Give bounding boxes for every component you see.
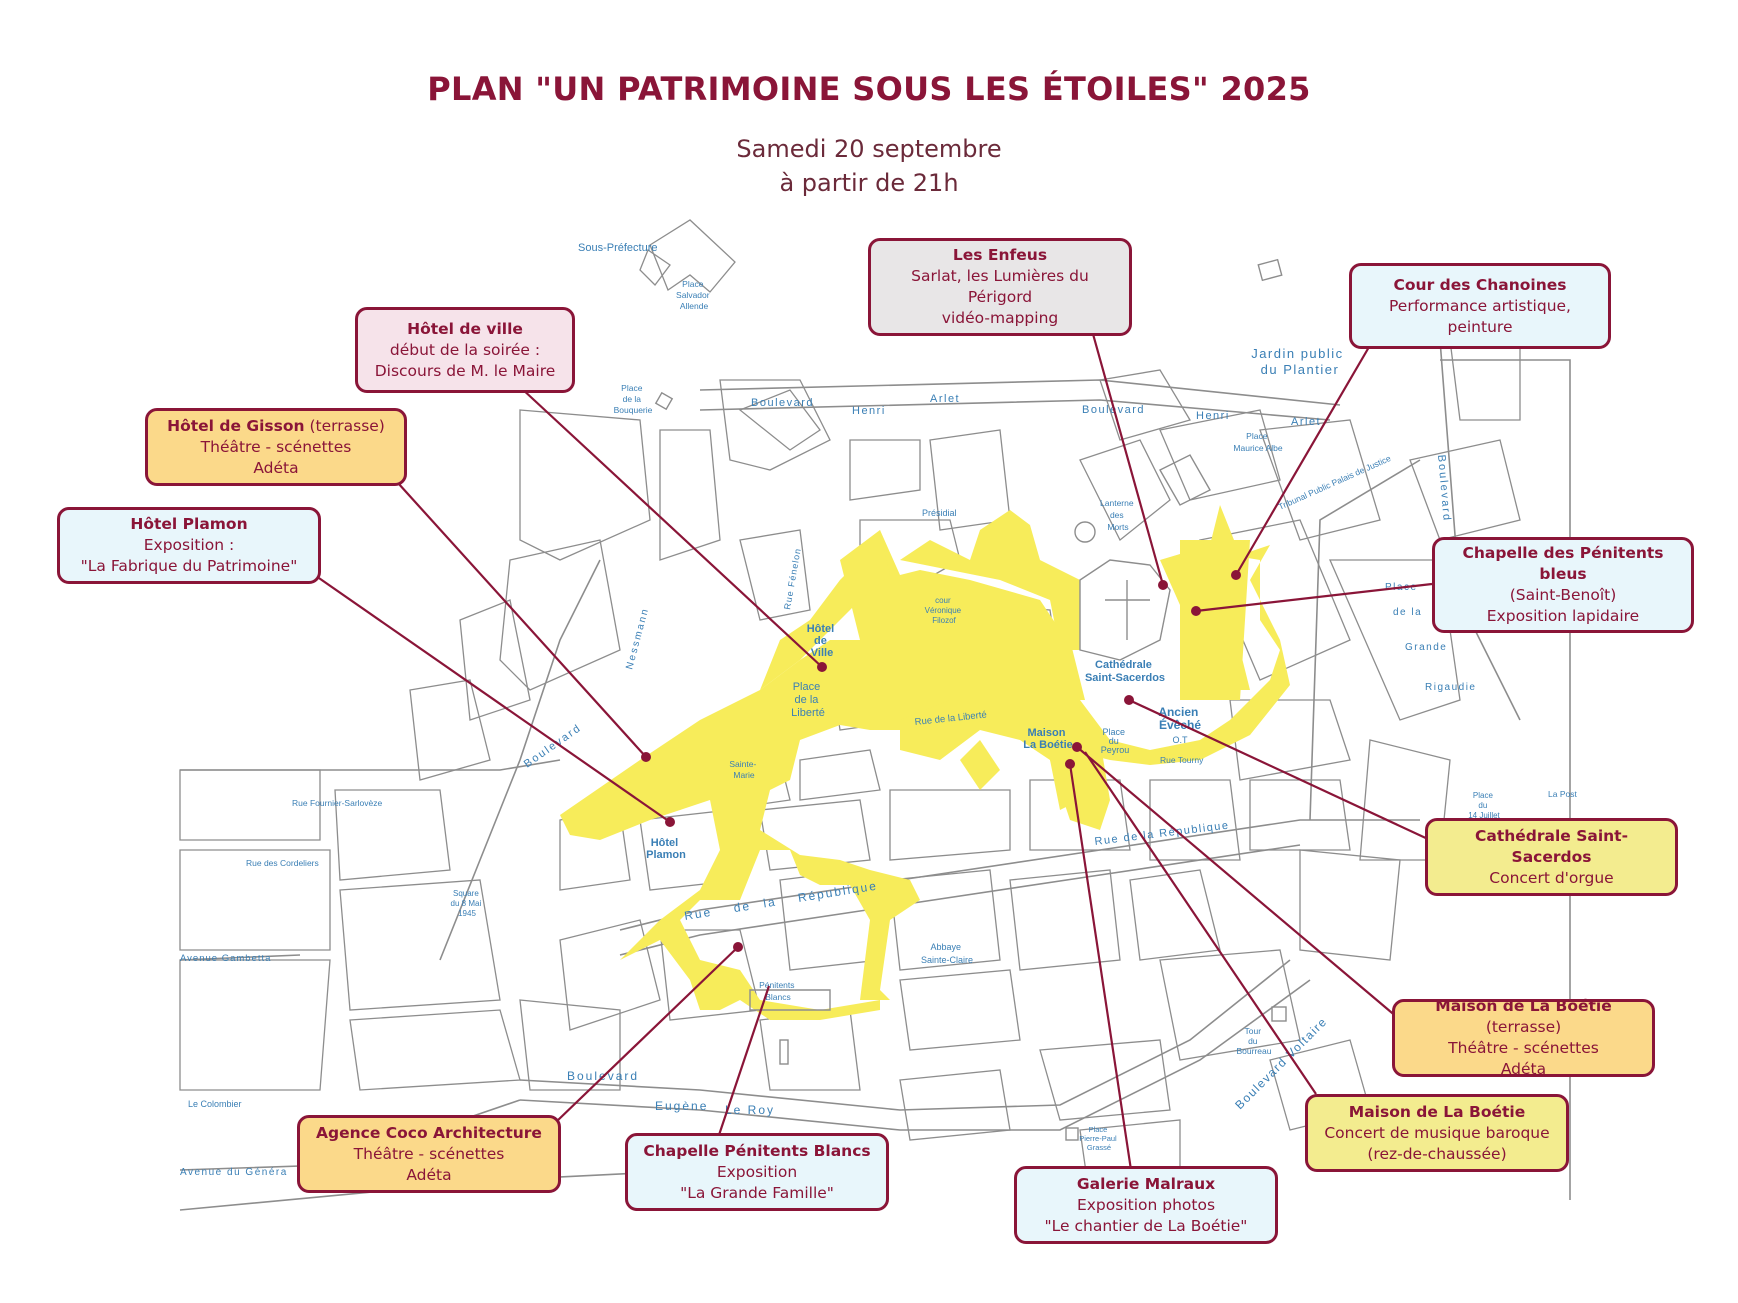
callout-coco-line: Théâtre - scénettes (353, 1144, 505, 1163)
callout-boetie-terrasse-suffix: (terrasse) (1485, 1018, 1562, 1036)
callout-boetie-terrasse-line: Théâtre - scénettes (1448, 1039, 1599, 1057)
callout-penitents-blancs-title: Chapelle Pénitents Blancs (643, 1141, 871, 1160)
callout-coco-line: Adéta (406, 1165, 452, 1184)
callout-plamon-line: "La Fabrique du Patrimoine" (80, 557, 298, 575)
callout-gisson-line: Théâtre - scénettes (200, 437, 352, 456)
label-abbaye: Abbaye Sainte-Claire (921, 942, 973, 965)
event-time-line: à partir de 21h (779, 169, 959, 197)
callout-enfeus-title: Les Enfeus (952, 246, 1048, 264)
label-place-peyrou: Place du Peyrou (1101, 727, 1130, 755)
label-square-8mai: Square du 8 Mai 1945 (451, 889, 484, 918)
label-rue-fournier: Rue Fournier-Sarlovèze (292, 798, 383, 808)
label-rue-cordeliers: Rue des Cordeliers (246, 858, 319, 868)
callout-boetie-terrasse-heading: Maison de La Boétie (terrasse) (1405, 996, 1642, 1038)
callout-penitents-blancs[interactable]: Chapelle Pénitents Blancs Exposition "La… (625, 1133, 889, 1211)
callout-penitents-bleus-line: Exposition lapidaire (1486, 607, 1640, 625)
callout-hotel-ville-line: début de la soirée : (389, 340, 541, 359)
label-hotel-plamon: Hôtel Plamon (646, 837, 686, 861)
callout-chanoines[interactable]: Cour des Chanoines Performance artistiqu… (1349, 263, 1611, 349)
callout-chanoines-line: Performance artistique, peinture (1389, 296, 1571, 336)
callout-hotel-ville-line: Discours de M. le Maire (374, 361, 556, 380)
label-place-pierre-paul: Place Pierre-Paul Grassé (1079, 1125, 1119, 1152)
label-le-colombier: Le Colombier (188, 1099, 242, 1109)
pedestrian-route (560, 505, 1290, 1020)
label-place-maurice-albe: Place Maurice Albe (1233, 431, 1282, 453)
callout-gisson-suffix: (terrasse) (304, 416, 385, 435)
callout-cathedrale-line: Concert d'orgue (1489, 868, 1614, 887)
label-lanterne-morts: Lanterne des Morts (1100, 498, 1136, 532)
callout-gisson-heading: Hôtel de Gisson (terrasse) (158, 416, 394, 437)
label-jardin-plantier: Jardin public du Plantier (1251, 346, 1349, 377)
label-cour-veronique: cour Véronique Filozof (925, 596, 964, 625)
label-avenue-gambetta: Avenue Gambetta (180, 953, 271, 964)
callout-malraux-title: Galerie Malraux (1076, 1174, 1216, 1193)
page-title: PLAN "UN PATRIMOINE SOUS LES ÉTOILES" 20… (427, 70, 1311, 108)
callout-gisson-title: Hôtel de Gisson (167, 416, 305, 435)
leader-lines (315, 333, 1433, 1171)
callout-boetie-concert-title: Maison de La Boétie (1348, 1102, 1526, 1121)
callout-boetie-concert-line: Concert de musique baroque (1324, 1123, 1550, 1142)
callout-malraux-line: "Le chantier de La Boétie" (1044, 1216, 1248, 1235)
callout-hotel-ville[interactable]: Hôtel de ville début de la soirée : Disc… (355, 307, 575, 393)
event-date: Samedi 20 septembre à partir de 21h (0, 132, 1738, 200)
label-tour-bourreau: Tour du Bourreau (1237, 1026, 1272, 1056)
callout-plamon-title: Hôtel Plamon (130, 515, 248, 533)
callout-hotel-ville-title: Hôtel de ville (407, 319, 523, 338)
callout-enfeus[interactable]: Les Enfeus Sarlat, les Lumières du Périg… (868, 238, 1132, 336)
callout-coco-title: Agence Coco Architecture (316, 1123, 542, 1142)
callout-gisson-line: Adéta (253, 458, 299, 477)
label-maison-boetie: Maison La Boétie (1023, 727, 1073, 751)
label-bd-henri-arlet-w: Boulevard Henri Arlet (751, 393, 960, 417)
callout-malraux-line: Exposition photos (1076, 1195, 1216, 1214)
callout-chanoines-title: Cour des Chanoines (1393, 275, 1567, 294)
callout-boetie-concert-line: (rez-de-chaussée) (1367, 1144, 1507, 1163)
callout-enfeus-line: Sarlat, les Lumières du Périgord (911, 267, 1089, 306)
callout-plamon[interactable]: Hôtel Plamon Exposition : "La Fabrique d… (57, 507, 321, 584)
label-cathedrale: Cathédrale Saint-Sacerdos (1085, 659, 1165, 684)
callout-penitents-blancs-line: "La Grande Famille" (680, 1183, 834, 1202)
callout-coco[interactable]: Agence Coco Architecture Théâtre - scéne… (297, 1115, 561, 1193)
label-rue-republique-e: Rue de la République (1094, 820, 1230, 848)
label-presidial: Présidial (922, 508, 957, 518)
label-nessmann: Nessmann (624, 606, 651, 670)
callout-malraux[interactable]: Galerie Malraux Exposition photos "Le ch… (1014, 1166, 1278, 1244)
label-bd-eugene: Boulevard Eugène Le Roy (567, 1069, 775, 1117)
callout-boetie-terrasse-line: Adéta (1500, 1060, 1547, 1078)
label-place-salvador: Place Salvador Allende (676, 279, 712, 311)
label-hotel-ville: Hôtel de Ville (807, 623, 838, 659)
label-boulevard-w: Boulevard (522, 722, 584, 771)
callout-enfeus-line: vidéo-mapping (941, 309, 1059, 327)
callout-boetie-concert[interactable]: Maison de La Boétie Concert de musique b… (1305, 1094, 1569, 1172)
callout-penitents-bleus[interactable]: Chapelle des Pénitents bleus (Saint-Beno… (1432, 537, 1694, 633)
label-rue-tourny: Rue Tourny (1160, 755, 1204, 765)
label-place-liberte: Place de la Liberté (791, 681, 825, 719)
label-bd-nesmann-v: Boulevard (1435, 454, 1453, 522)
callout-plamon-line: Exposition : (143, 536, 235, 554)
label-sous-prefecture: Sous-Préfecture (578, 242, 657, 254)
callout-gisson[interactable]: Hôtel de Gisson (terrasse) Théâtre - scé… (145, 408, 407, 486)
leader-dots (641, 570, 1241, 952)
label-place-bouquerie: Place de la Bouquerie (614, 383, 653, 415)
label-penitents-blancs: Pénitents Blancs (759, 980, 797, 1002)
callout-boetie-terrasse-title: Maison de La Boétie (1435, 997, 1612, 1015)
callout-penitents-bleus-line: (Saint-Benoît) (1509, 586, 1617, 604)
label-ancien-eveche: Ancien Évêché (1158, 705, 1201, 732)
callout-penitents-bleus-title: Chapelle des Pénitents bleus (1462, 544, 1664, 583)
label-sainte-marie: Sainte- Marie (729, 759, 758, 780)
label-place-14-juillet: Place du 14 Juillet (1468, 791, 1500, 820)
label-avenue-general: Avenue du Généra (180, 1167, 288, 1178)
callout-penitents-blancs-line: Exposition (716, 1162, 798, 1181)
callout-cathedrale-title: Cathédrale Saint-Sacerdos (1474, 826, 1629, 866)
cathedral-outline (654, 258, 1287, 1141)
event-date-line: Samedi 20 septembre (736, 135, 1002, 163)
label-la-poste: La Post (1548, 789, 1577, 799)
callout-boetie-terrasse[interactable]: Maison de La Boétie (terrasse) Théâtre -… (1392, 996, 1655, 1078)
label-rue-fenelon: Rue Fénelon (782, 547, 803, 610)
label-bd-henri-arlet-e: Boulevard Henri Arlet (1082, 404, 1321, 428)
label-ot: O.T (1173, 735, 1189, 745)
callout-cathedrale[interactable]: Cathédrale Saint-Sacerdos Concert d'orgu… (1425, 818, 1678, 896)
